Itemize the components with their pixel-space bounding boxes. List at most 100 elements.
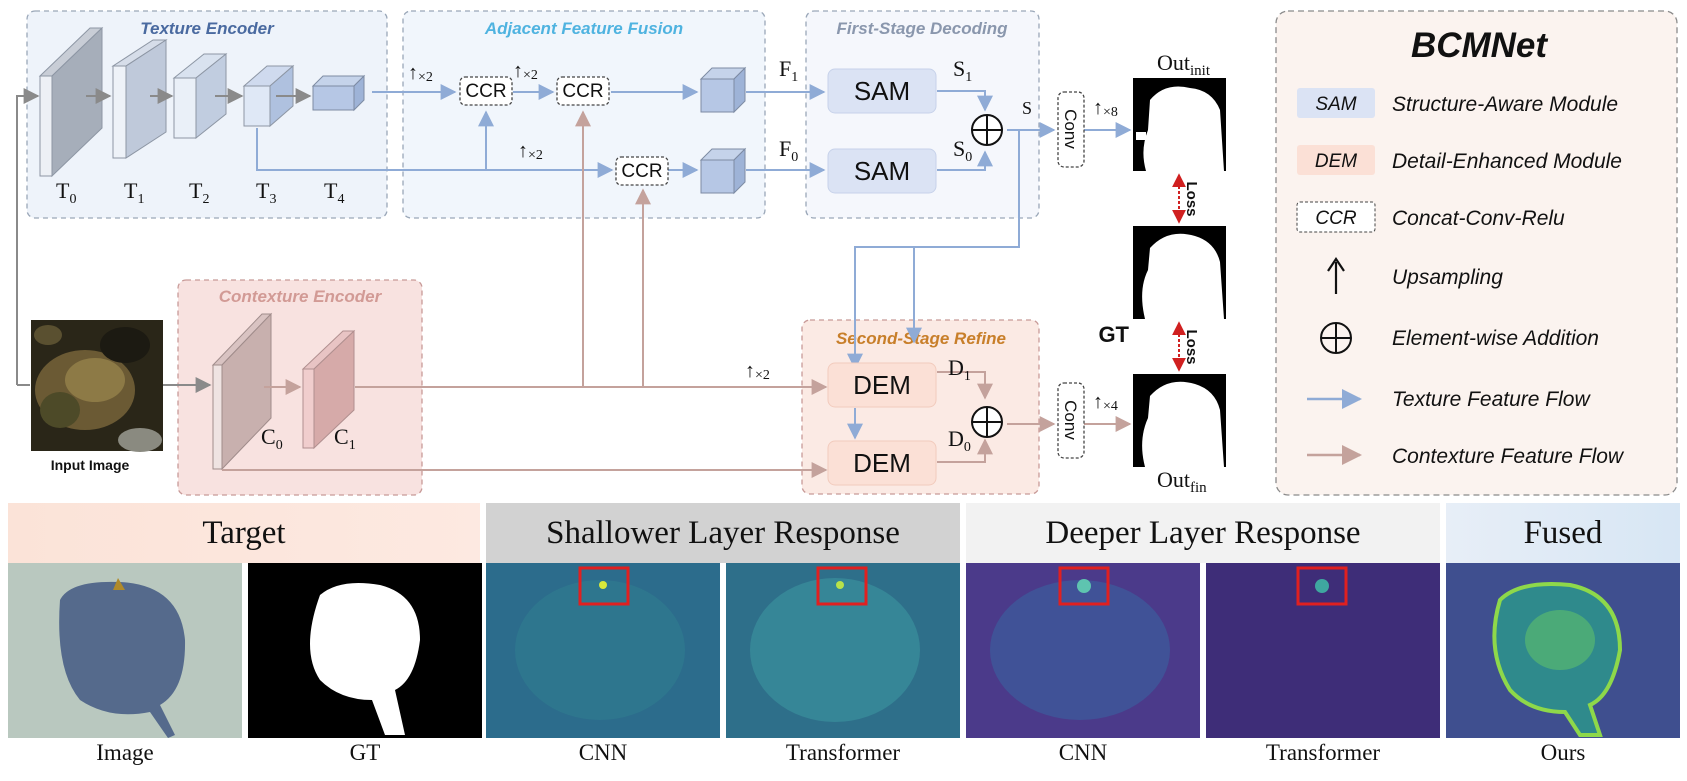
- conv-node-2: Conv: [1057, 382, 1085, 459]
- out-fin-label: Outfin: [1157, 467, 1207, 496]
- conv-label: Conv: [1061, 400, 1080, 440]
- second-stage-title: Second-Stage Refine: [836, 329, 1006, 348]
- t2-label: T2: [189, 178, 209, 207]
- legend-addition-desc: Element-wise Addition: [1392, 327, 1599, 350]
- t4-block: [312, 85, 355, 111]
- legend-upsampling-icon: [1327, 257, 1345, 294]
- gt-label: GT: [1098, 322, 1129, 347]
- legend-dem-swatch: [1297, 145, 1375, 175]
- caption-gt: GT: [349, 740, 381, 765]
- legend-panel: BCMNet SAM Structure-Aware Module DEM De…: [1275, 10, 1678, 496]
- caption-image: Image: [96, 740, 154, 765]
- panel-gt: [248, 563, 482, 738]
- legend-sam-desc: Structure-Aware Module: [1392, 93, 1618, 116]
- up-x4: ↑×4: [1093, 391, 1118, 414]
- f0-label: F0: [779, 136, 798, 165]
- contexture-flow-arrows: [222, 110, 1132, 478]
- t0-label: T0: [56, 178, 76, 207]
- out-fin-mask: [1133, 374, 1226, 467]
- texture-encoder-blocks: [38, 26, 366, 178]
- t3-label: T3: [256, 178, 276, 207]
- c1-block: [302, 368, 315, 449]
- sam-label: SAM: [854, 76, 910, 106]
- t1-label: T1: [124, 178, 144, 207]
- texture-encoder-title: Texture Encoder: [140, 19, 275, 38]
- caption-shallow-transformer: Transformer: [785, 740, 901, 765]
- c0-block: [212, 364, 223, 470]
- header-fused: Fused: [1523, 514, 1603, 551]
- loss-label-1: Loss: [1183, 181, 1200, 216]
- up-x2-a: ↑×2: [408, 62, 433, 85]
- f1-label: F1: [779, 56, 798, 85]
- legend-sam-swatch: [1297, 88, 1375, 118]
- sam-node-1: SAM: [827, 68, 937, 114]
- s0-label: S0: [953, 136, 972, 165]
- adjacent-fusion-title: Adjacent Feature Fusion: [484, 19, 683, 38]
- ccr-label: CCR: [562, 81, 603, 102]
- panel-deep-cnn: [966, 563, 1200, 738]
- addition-node-2: [971, 406, 1003, 438]
- t3-block: [243, 85, 271, 127]
- caption-fused: Ours: [1540, 740, 1586, 765]
- up-x8: ↑×8: [1093, 97, 1118, 120]
- panel-deep-transformer: [1206, 563, 1440, 738]
- ccr-label: CCR: [465, 81, 506, 102]
- up-x2-c: ↑×2: [518, 140, 543, 163]
- out-init-label: Outinit: [1157, 50, 1211, 79]
- dem-node-1: DEM: [827, 362, 937, 408]
- t2-block: [173, 77, 197, 139]
- caption-deep-cnn: CNN: [1058, 740, 1108, 765]
- sam-node-0: SAM: [827, 148, 937, 194]
- ccr-node-1: CCR: [459, 76, 513, 106]
- dem-label: DEM: [853, 370, 911, 400]
- legend-addition-icon: [1320, 322, 1352, 354]
- legend-texture-flow-desc: Texture Feature Flow: [1392, 388, 1591, 411]
- header-target: Target: [202, 514, 286, 551]
- legend-dem-desc: Detail-Enhanced Module: [1392, 150, 1622, 173]
- t4-label: T4: [324, 178, 344, 207]
- d1-label: D1: [948, 355, 971, 384]
- legend-contexture-flow-desc: Contexture Feature Flow: [1392, 445, 1625, 468]
- conv-node-1: Conv: [1057, 91, 1085, 168]
- panel-shallow-cnn: [486, 563, 720, 738]
- d0-label: D0: [948, 426, 971, 455]
- conv-label: Conv: [1061, 109, 1080, 149]
- ccr-label: CCR: [621, 161, 662, 182]
- bottom-headers-bg: [8, 503, 1680, 563]
- first-stage-title: First-Stage Decoding: [837, 19, 1009, 38]
- t1-block: [112, 65, 127, 159]
- c1-label: C1: [334, 424, 356, 453]
- contexture-encoder-blocks: [211, 312, 356, 471]
- up-x2-b: ↑×2: [513, 60, 538, 83]
- fusion-cube-0: [700, 159, 735, 194]
- s-label: S: [1022, 98, 1032, 118]
- caption-deep-transformer: Transformer: [1265, 740, 1381, 765]
- addition-node-1: [971, 114, 1003, 146]
- panel-shallow-transformer: [726, 563, 960, 738]
- legend-ccr-swatch: [1296, 201, 1376, 233]
- svg-text:SAM: SAM: [1315, 94, 1356, 115]
- input-image-caption: Input Image: [51, 457, 130, 473]
- out-init-mask: [1133, 78, 1226, 171]
- loss-label-2: Loss: [1183, 329, 1200, 364]
- legend-ccr-desc: Concat-Conv-Relu: [1392, 207, 1565, 230]
- fusion-cube-1: [700, 78, 735, 113]
- caption-shallow-cnn: CNN: [578, 740, 628, 765]
- c0-label: C0: [261, 424, 283, 453]
- svg-text:DEM: DEM: [1315, 151, 1357, 172]
- fusion-cubes: [699, 66, 747, 195]
- dem-node-0: DEM: [827, 440, 937, 486]
- up-x2-d: ↑×2: [745, 360, 770, 383]
- legend-title: BCMNet: [1411, 26, 1548, 65]
- panel-image: [8, 563, 242, 738]
- input-image: [31, 320, 163, 452]
- panel-fused: [1446, 563, 1680, 738]
- ccr-node-3: CCR: [615, 156, 669, 186]
- loss-connectors: Loss Loss: [1172, 173, 1200, 372]
- header-shallow: Shallower Layer Response: [546, 514, 900, 551]
- encoder-labels: T0 T1 T2 T3 T4 C0 C1 F1 F0 S1 S0 S D1 D0: [56, 56, 1032, 455]
- texture-flow-arrows: [256, 84, 1132, 440]
- upsampling-labels: ↑×2 ↑×2 ↑×2 ↑×2 ↑×8 ↑×4: [408, 60, 1118, 414]
- contexture-encoder-title: Contexture Encoder: [219, 287, 383, 306]
